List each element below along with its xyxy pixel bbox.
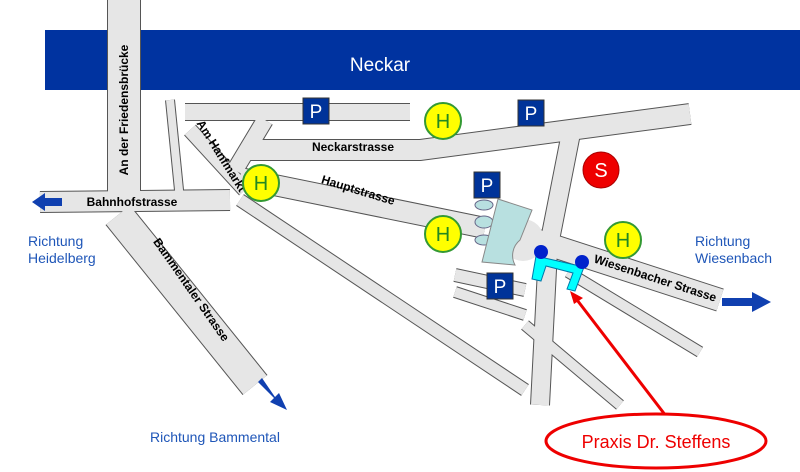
parking-icon: P: [486, 272, 514, 300]
entrance-marker: [534, 245, 548, 259]
praxis-building: [531, 245, 589, 292]
direction-bammental: Richtung Bammental: [150, 429, 280, 445]
svg-text:H: H: [254, 173, 268, 195]
bus-stop-icon: H: [604, 221, 642, 259]
svg-text:H: H: [616, 230, 630, 252]
parking-markers: P P P P: [302, 97, 545, 300]
parking-icon: P: [473, 171, 501, 199]
arrow-right-icon: [722, 292, 771, 312]
svg-text:S: S: [594, 160, 607, 182]
destination-callout: [544, 412, 768, 470]
pointer-arrowhead-icon: [570, 291, 583, 304]
bus-stop-markers: H H H H: [242, 102, 642, 259]
svg-text:H: H: [436, 224, 450, 246]
street-label-bahnhofstrasse: Bahnhofstrasse: [87, 195, 178, 209]
bus-stop-icon: H: [424, 102, 462, 140]
svg-text:P: P: [481, 176, 494, 197]
direction-wiesenbach-line1: Richtung: [695, 233, 750, 249]
river-neckar: [45, 30, 800, 90]
entrance-marker: [575, 255, 589, 269]
parking-icon: P: [517, 99, 545, 127]
pointer-arrow: [572, 295, 668, 417]
svg-text:P: P: [525, 104, 538, 125]
bus-stop-icon: H: [424, 215, 462, 253]
direction-heidelberg-line1: Richtung: [28, 233, 83, 249]
arrow-left-icon: [32, 193, 62, 211]
train-station-icon: S: [582, 151, 620, 189]
direction-heidelberg-line2: Heidelberg: [28, 250, 96, 266]
arrow-down-right-icon: [258, 378, 287, 410]
river-label: Neckar: [350, 55, 411, 76]
street-label-friedensbruecke: An der Friedensbrücke: [117, 44, 131, 175]
bus-stop-icon: H: [242, 164, 280, 202]
svg-text:H: H: [436, 111, 450, 133]
destination-label: Praxis Dr. Steffens: [582, 432, 731, 452]
svg-text:P: P: [310, 102, 323, 123]
direction-wiesenbach-line2: Wiesenbach: [695, 250, 772, 266]
bus-station: [474, 198, 533, 266]
parking-icon: P: [302, 97, 330, 125]
street-label-neckarstrasse: Neckarstrasse: [312, 140, 394, 154]
svg-text:P: P: [494, 277, 507, 298]
